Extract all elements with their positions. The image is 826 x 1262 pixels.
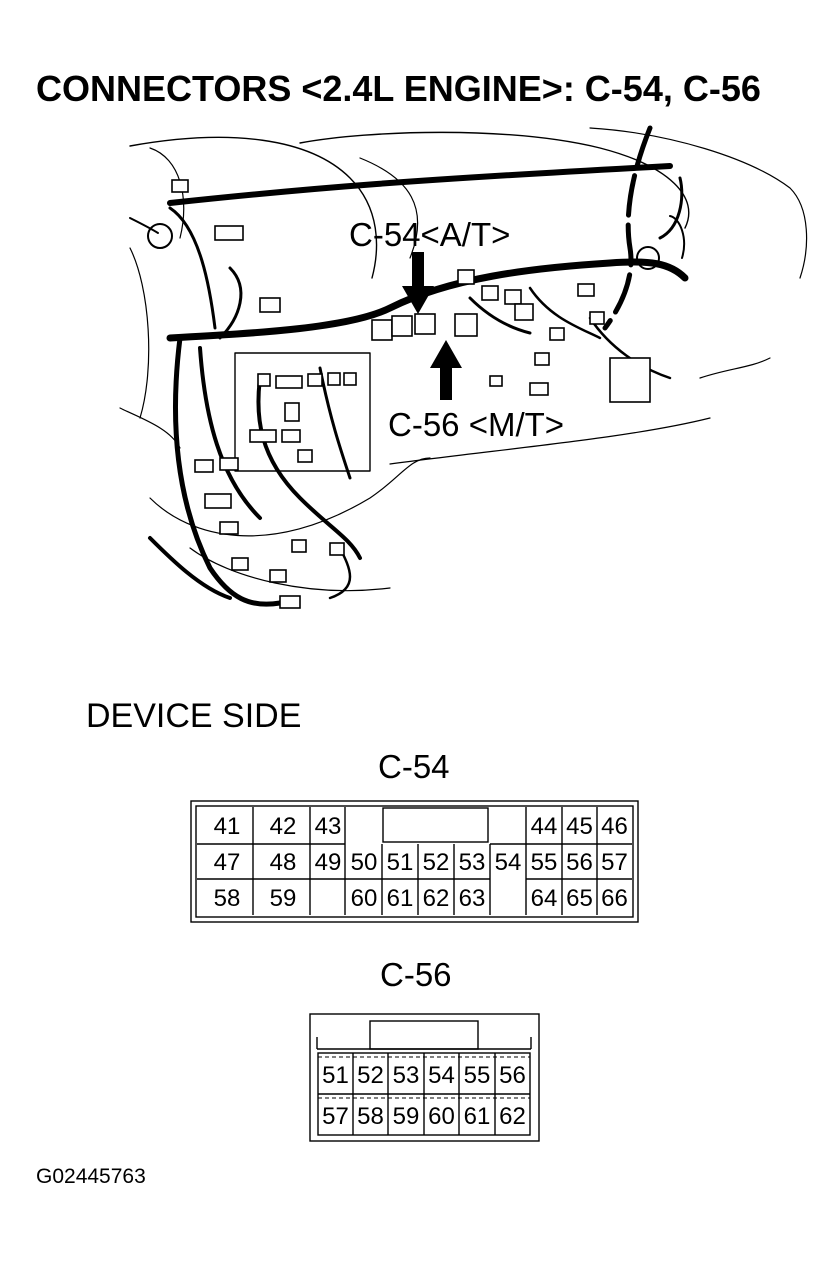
pin-57: 57 — [322, 1103, 349, 1130]
pin-52: 52 — [422, 849, 450, 876]
callout-c54: C-54<A/T> — [349, 216, 511, 253]
pin-55: 55 — [530, 849, 558, 876]
wiring-harness-illustration — [119, 125, 808, 609]
pin-54: 54 — [428, 1062, 455, 1089]
connector-c56-face — [309, 1013, 540, 1142]
pin-52: 52 — [357, 1062, 384, 1089]
pin-51: 51 — [386, 849, 414, 876]
pin-58: 58 — [213, 885, 241, 912]
pin-61: 61 — [386, 885, 414, 912]
pin-46: 46 — [601, 813, 628, 840]
pin-53: 53 — [392, 1062, 420, 1089]
callout-c56: C-56 <M/T> — [388, 406, 565, 443]
pin-57: 57 — [601, 849, 628, 876]
page-title: CONNECTORS <2.4L ENGINE>: C-54, C-56 — [36, 68, 761, 109]
pin-56: 56 — [499, 1062, 526, 1089]
pin-64: 64 — [530, 885, 558, 912]
pin-58: 58 — [357, 1103, 384, 1130]
pin-48: 48 — [269, 849, 297, 876]
connector-c56-label: C-56 — [380, 956, 452, 993]
pin-53: 53 — [458, 849, 486, 876]
pin-44: 44 — [530, 813, 558, 840]
pin-61: 61 — [463, 1103, 491, 1130]
pin-42: 42 — [269, 813, 297, 840]
pin-50: 50 — [350, 849, 378, 876]
pin-41: 41 — [213, 813, 241, 840]
figure-id: G02445763 — [36, 1165, 146, 1188]
pin-45: 45 — [566, 813, 593, 840]
connector-c54-face — [190, 800, 639, 923]
pin-49: 49 — [314, 849, 342, 876]
pin-66: 66 — [601, 885, 628, 912]
pin-47: 47 — [213, 849, 241, 876]
device-side-label: DEVICE SIDE — [86, 697, 302, 735]
pin-54: 54 — [494, 849, 522, 876]
pin-43: 43 — [314, 813, 342, 840]
pin-62: 62 — [499, 1103, 526, 1130]
pin-55: 55 — [463, 1062, 491, 1089]
pin-59: 59 — [392, 1103, 420, 1130]
pin-62: 62 — [422, 885, 450, 912]
pin-65: 65 — [566, 885, 593, 912]
connector-c54-label: C-54 — [378, 748, 450, 785]
pin-51: 51 — [322, 1062, 349, 1089]
pin-63: 63 — [458, 885, 486, 912]
pin-60: 60 — [350, 885, 378, 912]
pin-56: 56 — [566, 849, 593, 876]
pin-60: 60 — [428, 1103, 455, 1130]
pin-59: 59 — [269, 885, 297, 912]
